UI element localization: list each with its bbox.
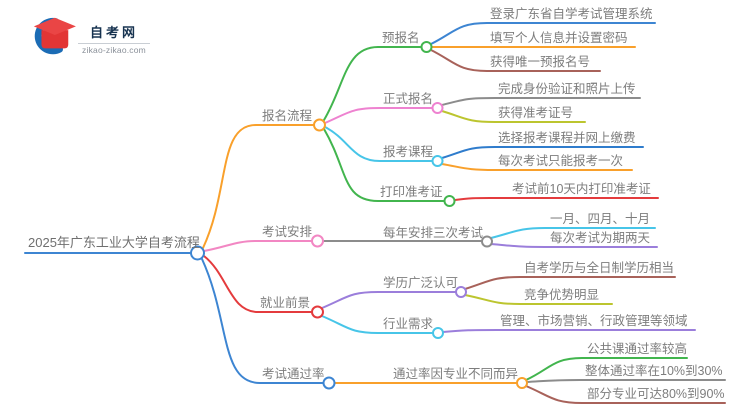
circle-registration-flow[interactable] <box>313 118 326 132</box>
circle-pre-registration[interactable] <box>420 41 433 53</box>
edge-login-system <box>430 22 656 45</box>
logo-divider <box>78 43 150 44</box>
leaf-some-majors-pass-rate[interactable]: 部分专业可达80%到90% <box>587 387 725 401</box>
edge-course-registration <box>324 126 433 162</box>
edge-unique-prereg-number <box>430 49 601 72</box>
edge-public-course-pass-rate <box>525 357 688 381</box>
edge-admission-number <box>441 110 586 123</box>
edge-two-day-exams <box>490 243 658 248</box>
circle-career-prospects[interactable] <box>311 305 324 319</box>
edge-print-within-10-days <box>454 197 659 201</box>
node-industry-demand[interactable]: 行业需求 <box>383 317 434 331</box>
edge-identity-verification <box>441 97 641 106</box>
circle-industry-demand[interactable] <box>432 327 444 339</box>
edge-pass-rate <box>201 258 324 384</box>
node-print-admission-ticket[interactable]: 打印准考证 <box>380 185 443 199</box>
leaf-public-course-pass-rate[interactable]: 公共课通过率较高 <box>587 342 688 356</box>
edge-exam-schedule <box>203 240 313 252</box>
leaf-print-within-10-days[interactable]: 考试前10天内打印准考证 <box>512 182 651 196</box>
logo-domain: zikao-zikao.com <box>82 45 146 55</box>
leaf-two-day-exams[interactable]: 每次考试为期两天 <box>550 231 651 245</box>
edge-select-courses-pay <box>441 146 644 159</box>
circle-pass-rate-varies[interactable] <box>516 377 528 389</box>
node-degree-recognition[interactable]: 学历广泛认可 <box>383 276 459 290</box>
logo-text-block: 自考网 zikao-zikao.com <box>78 22 150 55</box>
leaf-equivalent-degree[interactable]: 自考学历与全日制学历相当 <box>524 261 675 275</box>
edge-one-registration-per-exam <box>441 163 633 171</box>
leaf-competitive-advantage[interactable]: 竞争优势明显 <box>524 288 600 302</box>
leaf-industry-fields[interactable]: 管理、市场营销、行政管理等领域 <box>500 314 688 328</box>
circle-three-exams-per-year[interactable] <box>481 235 493 248</box>
node-registration-flow[interactable]: 报名流程 <box>262 109 313 123</box>
leaf-overall-pass-rate[interactable]: 整体通过率在10%到30% <box>585 364 723 378</box>
edge-equivalent-degree <box>464 276 676 290</box>
leaf-select-courses-pay[interactable]: 选择报考课程并网上缴费 <box>498 131 636 145</box>
circle-print-admission-ticket[interactable] <box>443 195 456 207</box>
circle-course-registration[interactable] <box>431 155 444 167</box>
node-pass-rate[interactable]: 考试通过率 <box>262 367 325 381</box>
circle-degree-recognition[interactable] <box>455 286 467 298</box>
edge-some-majors-pass-rate <box>525 385 726 404</box>
logo-title: 自考网 <box>89 25 138 40</box>
node-pass-rate-varies[interactable]: 通过率因专业不同而异 <box>393 367 519 381</box>
circle-exam-schedule[interactable] <box>311 234 324 248</box>
node-root[interactable]: 2025年广东工业大学自考流程 <box>28 235 200 250</box>
leaf-login-system[interactable]: 登录广东省自学考试管理系统 <box>490 7 653 21</box>
edge-exam-months <box>490 227 656 239</box>
edge-industry-demand <box>321 315 434 334</box>
leaf-one-registration-per-exam[interactable]: 每次考试只能报考一次 <box>498 154 624 168</box>
circle-pass-rate[interactable] <box>322 376 336 390</box>
leaf-exam-months[interactable]: 一月、四月、十月 <box>550 212 651 226</box>
edge-overall-pass-rate <box>526 379 726 383</box>
edge-registration-flow <box>202 124 315 249</box>
edge-degree-recognition <box>321 291 457 309</box>
edge-competitive-advantage <box>464 294 613 305</box>
edge-formal-registration <box>324 107 433 124</box>
node-three-exams-per-year[interactable]: 每年安排三次考试 <box>383 226 484 240</box>
node-exam-schedule[interactable]: 考试安排 <box>262 225 313 239</box>
zikao-logo-icon <box>33 17 76 55</box>
leaf-fill-info[interactable]: 填写个人信息并设置密码 <box>490 31 628 45</box>
edge-pre-registration <box>323 46 422 121</box>
node-pre-registration[interactable]: 预报名 <box>382 31 420 45</box>
leaf-admission-number[interactable]: 获得准考证号 <box>498 106 574 120</box>
node-formal-registration[interactable]: 正式报名 <box>383 92 434 106</box>
circle-formal-registration[interactable] <box>431 102 444 114</box>
circle-root[interactable] <box>190 245 205 261</box>
node-course-registration[interactable]: 报考课程 <box>383 145 434 159</box>
edge-industry-fields <box>442 329 696 333</box>
logo[interactable]: 自考网 zikao-zikao.com <box>28 12 158 56</box>
edge-print-admission-ticket <box>323 128 445 202</box>
edge-career-prospects <box>203 255 313 313</box>
leaf-identity-verification[interactable]: 完成身份验证和照片上传 <box>498 82 636 96</box>
leaf-unique-prereg-number[interactable]: 获得唯一预报名号 <box>490 55 591 69</box>
node-career-prospects[interactable]: 就业前景 <box>260 296 311 310</box>
